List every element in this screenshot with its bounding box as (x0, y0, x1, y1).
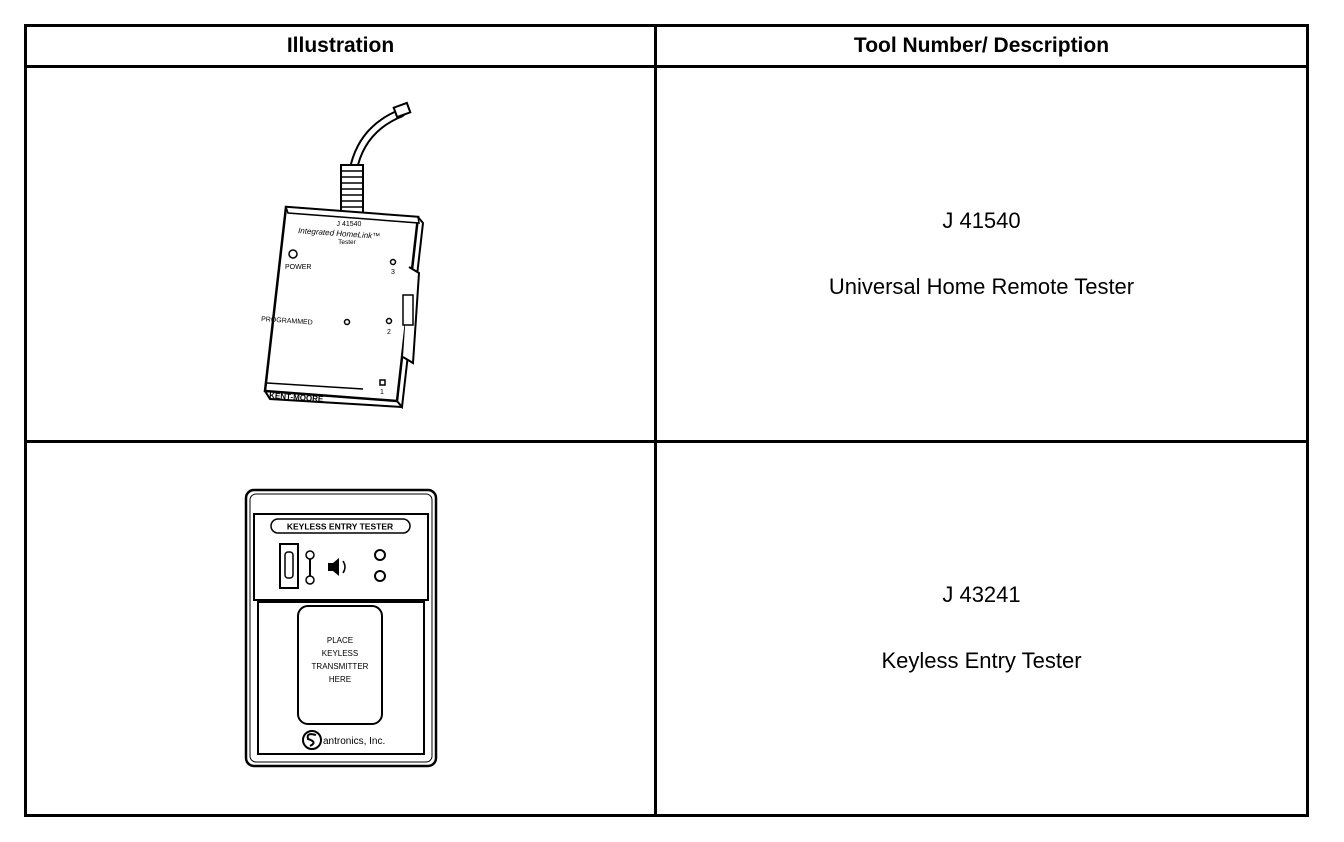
brand-logo-icon (301, 730, 322, 751)
illustration-cell: J 41540 Integrated HomeLink™ Tester POWE… (24, 65, 657, 443)
indicator-led-icon (373, 549, 386, 562)
pad-text-line: PLACE (326, 636, 352, 645)
special-tools-table: Illustration Tool Number/ Description (24, 24, 1309, 817)
table-row: J 41540 Integrated HomeLink™ Tester POWE… (24, 65, 1309, 443)
transmitter-pad (296, 605, 383, 726)
tool-number: J 41540 (942, 207, 1021, 233)
speaker-icon (327, 558, 346, 577)
device-model-label: J 41540 (336, 221, 361, 228)
tester-header-label: KEYLESS ENTRY TESTER (286, 522, 392, 532)
tool-description-cell: J 43241 Keyless Entry Tester (654, 439, 1309, 817)
table-header-row: Illustration Tool Number/ Description (24, 24, 1309, 68)
pad-text-line: HERE (328, 675, 350, 684)
channel-1-label: 1 (380, 389, 384, 396)
home-remote-tester-illustration: J 41540 Integrated HomeLink™ Tester POWE… (260, 101, 424, 409)
tool-number: J 43241 (942, 582, 1021, 608)
channel-2-label: 2 (387, 329, 391, 336)
table-row: KEYLESS ENTRY TESTER (24, 439, 1309, 817)
programmed-led-icon (343, 318, 350, 325)
channel-3-led-icon (389, 258, 396, 265)
header-illustration: Illustration (24, 24, 657, 68)
channel-2-led-icon (385, 317, 392, 324)
programmed-label: PROGRAMMED (260, 316, 312, 327)
header-tool-number-description: Tool Number/ Description (654, 24, 1309, 68)
power-label: POWER (285, 264, 311, 271)
tool-description-cell: J 41540 Universal Home Remote Tester (654, 65, 1309, 443)
indicator-led-icon (373, 570, 386, 583)
tool-description: Keyless Entry Tester (881, 648, 1082, 674)
power-indicator-icon (287, 249, 298, 259)
device-tester-label: Tester (338, 239, 357, 246)
illustration-cell: KEYLESS ENTRY TESTER (24, 439, 657, 817)
channel-3-label: 3 (391, 269, 395, 276)
tool-description: Universal Home Remote Tester (828, 273, 1135, 299)
keyless-entry-tester-illustration: KEYLESS ENTRY TESTER (244, 489, 437, 768)
pad-text-line: TRANSMITTER (311, 662, 368, 671)
pad-text-line: KEYLESS (321, 649, 357, 658)
device-brand-logo: KENT-MOORE (268, 391, 323, 404)
brand-name-label: antronics, Inc. (323, 736, 385, 747)
channel-1-button-icon (378, 379, 386, 386)
